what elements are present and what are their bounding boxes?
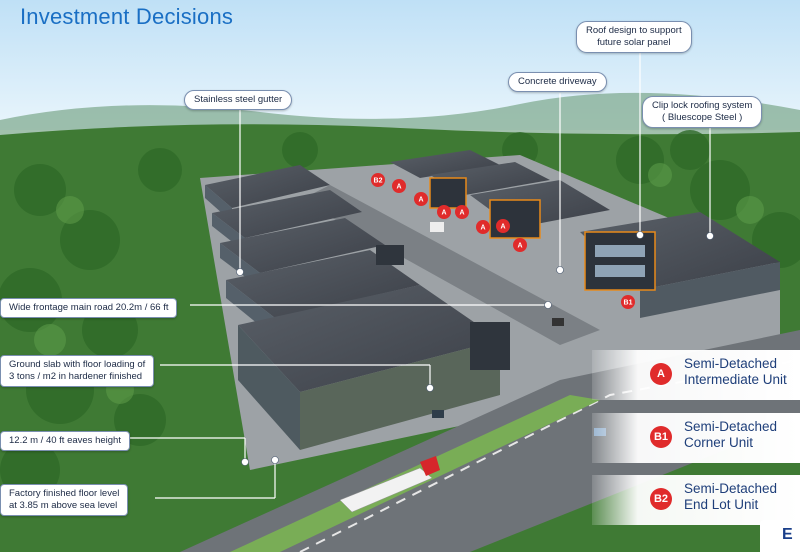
legend-b1-line1: Semi-Detached <box>684 419 778 434</box>
leader-dots <box>236 231 714 466</box>
company-logo: E <box>760 520 800 552</box>
warehouse-row-right <box>390 150 780 318</box>
legend-text-a: Semi-Detached Intermediate Unit <box>684 356 787 388</box>
unit-badge-marker <box>371 173 385 187</box>
page-title: Investment Decisions <box>20 4 234 29</box>
legend-item-b2: B2 Semi-Detached End Lot Unit <box>592 475 800 525</box>
callout-clip-lock: Clip lock roofing system ( Bluescope Ste… <box>642 96 763 128</box>
legend-item-a: A Semi-Detached Intermediate Unit <box>592 350 800 400</box>
callout-floor-level-line2: at 3.85 m above sea level <box>9 500 118 511</box>
callout-driveway: Concrete driveway <box>508 72 607 92</box>
callout-ground-slab-line1: Ground slab with floor loading of <box>9 359 146 370</box>
unit-badge-marker <box>414 192 428 206</box>
legend-b2-line2: End Lot Unit <box>684 497 759 512</box>
callout-ground-slab-line2: 3 tons / m2 in hardener finished <box>9 371 143 382</box>
unit-badge-marker <box>392 179 406 193</box>
legend-item-b1: B1 Semi-Detached Corner Unit <box>592 413 800 463</box>
warehouse-row-left <box>205 165 510 450</box>
legend-text-b2: Semi-Detached End Lot Unit <box>684 481 777 513</box>
callout-floor-level-line1: Factory finished floor level <box>9 488 120 499</box>
unit-badge-label: A <box>480 225 485 232</box>
leader-lines <box>108 52 711 499</box>
unit-badge-label: A <box>396 184 401 191</box>
legend-badge-b1: B1 <box>650 426 672 448</box>
unit-badge-marker <box>621 295 635 309</box>
legend-badge-a: A <box>650 363 672 385</box>
callout-ground-slab: Ground slab with floor loading of 3 tons… <box>0 355 155 387</box>
unit-badge-label: B2 <box>374 178 383 185</box>
callout-eaves: 12.2 m / 40 ft eaves height <box>0 431 130 451</box>
logo-text: E <box>782 526 793 543</box>
callout-roof-design: Roof design to support future solar pane… <box>576 21 692 53</box>
unit-badge-marker <box>455 205 469 219</box>
callout-clip-lock-line1: Clip lock roofing system <box>652 100 753 111</box>
unit-badge-label: A <box>459 210 464 217</box>
callout-floor-level: Factory finished floor level at 3.85 m a… <box>0 484 129 516</box>
unit-badge-label: A <box>441 210 446 217</box>
callout-driveway-text: Concrete driveway <box>518 76 597 87</box>
unit-badge-label: B1 <box>624 300 633 307</box>
callout-gutter-text: Stainless steel gutter <box>194 94 283 105</box>
legend-text-b1: Semi-Detached Corner Unit <box>684 419 777 451</box>
unit-badge-label: A <box>517 243 522 250</box>
legend-b1-line2: Corner Unit <box>684 435 754 450</box>
unit-badge-marker <box>496 219 510 233</box>
legend-a-line1: Semi-Detached <box>684 356 778 371</box>
callout-eaves-text: 12.2 m / 40 ft eaves height <box>9 435 121 446</box>
callout-gutter: Stainless steel gutter <box>184 90 293 110</box>
unit-badges: B2A A A A A A A B1 <box>371 173 635 309</box>
unit-badge-label: A <box>418 197 423 204</box>
unit-badge-marker <box>437 205 451 219</box>
callout-roof-design-line1: Roof design to support <box>586 25 682 36</box>
unit-badge-marker <box>476 220 490 234</box>
unit-badge-label: A <box>500 224 505 231</box>
callout-roof-design-line2: future solar panel <box>597 37 671 48</box>
legend-badge-b2: B2 <box>650 488 672 510</box>
callout-clip-lock-line2: ( Bluescope Steel ) <box>662 112 743 123</box>
callout-frontage-text: Wide frontage main road 20.2m / 66 ft <box>9 302 169 313</box>
legend-b2-line1: Semi-Detached <box>684 481 778 496</box>
unit-badge-marker <box>513 238 527 252</box>
legend-a-line2: Intermediate Unit <box>684 372 787 387</box>
callout-frontage: Wide frontage main road 20.2m / 66 ft <box>0 298 178 318</box>
